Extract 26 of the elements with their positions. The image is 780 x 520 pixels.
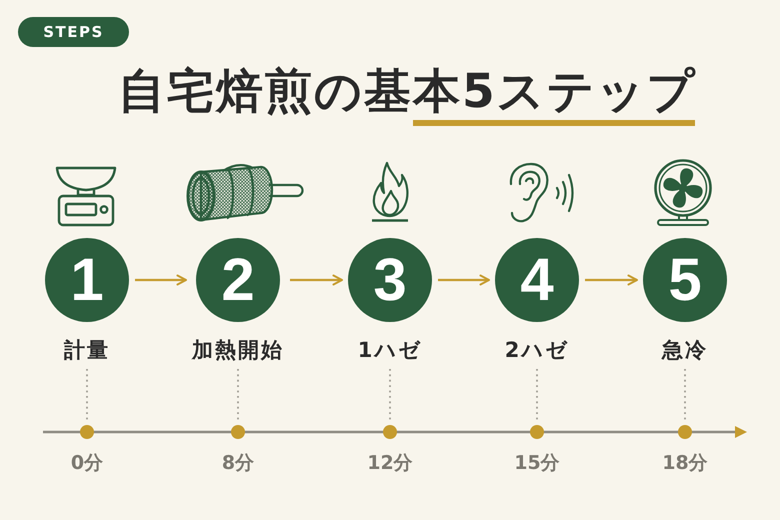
arrow <box>438 274 490 286</box>
step-circle: 5 <box>643 238 727 322</box>
step-circle: 1 <box>45 238 129 322</box>
step-circle: 4 <box>495 238 579 322</box>
title: 自宅焙煎の基本5ステップ <box>118 63 697 121</box>
time-label: 12分 <box>367 451 413 475</box>
timeline-dot <box>80 425 94 439</box>
step-circle: 3 <box>348 238 432 322</box>
step-label: 計量 <box>64 337 110 363</box>
arrow <box>290 274 343 286</box>
timeline-dot <box>530 425 544 439</box>
step-label: 急冷 <box>662 337 708 363</box>
time-label: 0分 <box>70 451 104 475</box>
timeline-dot <box>231 425 245 439</box>
step-label: 加熱開始 <box>192 337 284 363</box>
section-badge: STEPS <box>18 17 129 47</box>
time-label: 8分 <box>222 451 254 475</box>
arrow <box>135 274 187 286</box>
timeline-dot <box>678 425 692 439</box>
step-label: 1ハゼ <box>358 337 422 363</box>
arrow <box>585 274 638 286</box>
time-label: 18分 <box>662 451 708 475</box>
timeline-dot <box>383 425 397 439</box>
time-label: 15分 <box>514 451 560 475</box>
step-label: 2ハゼ <box>504 337 570 363</box>
step-circle: 2 <box>196 238 280 322</box>
